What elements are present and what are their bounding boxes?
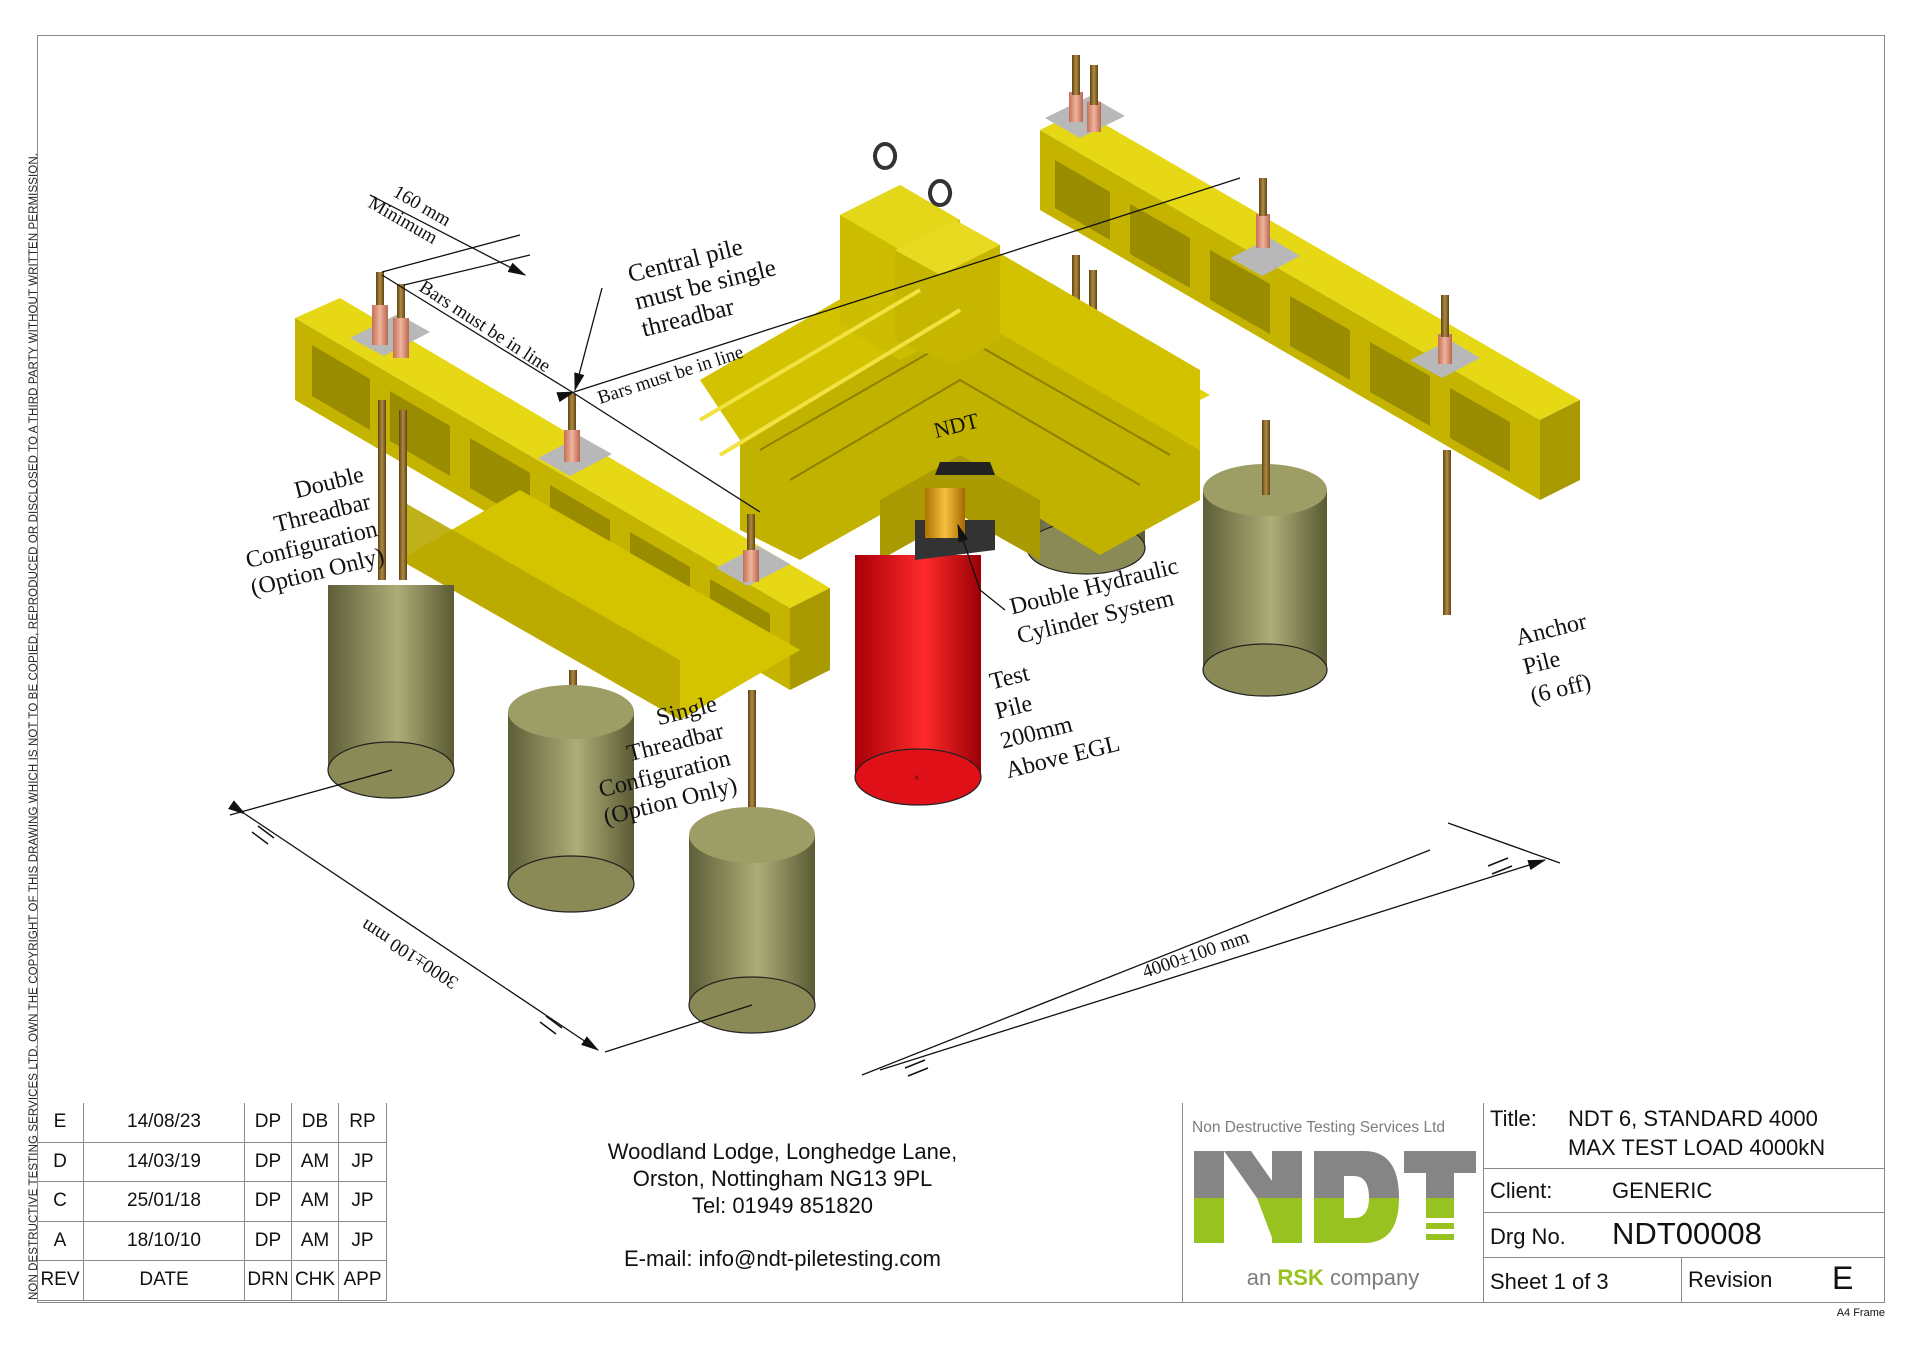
sheet-row: Sheet 1 of 3 Revision E — [1484, 1258, 1885, 1303]
dimension-length-label: 4000±100 mm — [1140, 927, 1252, 983]
sheet-divider — [1681, 1258, 1682, 1303]
ndt-logo: Non Destructive Testing Services Ltd an … — [1184, 1103, 1484, 1303]
revision-letter: E — [1832, 1260, 1854, 1296]
logo-company-name: Non Destructive Testing Services Ltd — [1192, 1119, 1445, 1136]
drawing-title-line-1: NDT 6, STANDARD 4000 — [1568, 1106, 1818, 1131]
revision-table: E 14/08/23 DP DB RP D 14/03/19 DP AM JP … — [37, 1103, 387, 1301]
revision-row: A 18/10/10 DP AM JP — [37, 1220, 387, 1261]
annotation-min-spacing: 160 mm Minimum — [365, 181, 455, 248]
svg-text:Anchor: Anchor — [1513, 609, 1589, 652]
logo-tagline: an RSK company — [1246, 1265, 1420, 1290]
anchor-pile-front-centre — [688, 807, 816, 1034]
annotation-test-pile: Test Pile 200mm Above EGL — [987, 660, 1122, 784]
sheet-number: Sheet 1 of 3 — [1490, 1269, 1609, 1294]
threadbar-nuts-left — [372, 272, 759, 582]
revision-row: E 14/08/23 DP DB RP — [37, 1103, 387, 1143]
svg-text:Pile: Pile — [992, 691, 1035, 725]
dimension-lines — [228, 177, 1561, 1076]
revision-row: D 14/03/19 DP AM JP — [37, 1141, 387, 1182]
svg-text:Test: Test — [987, 660, 1032, 695]
svg-text:Pile: Pile — [1520, 646, 1563, 680]
drawing-title-line-2: MAX TEST LOAD 4000kN — [1568, 1135, 1826, 1160]
company-address: Woodland Lodge, Longhedge Lane, Orston, … — [383, 1103, 1183, 1303]
hydraulic-cylinder-system — [915, 462, 995, 560]
telephone: Tel: 01949 851820 — [691, 1193, 874, 1218]
test-pile: × — [854, 555, 982, 806]
client-row: Client: GENERIC — [1484, 1169, 1885, 1213]
dimension-tick-marks — [251, 825, 1513, 1077]
anchor-pile-rear-right — [1202, 464, 1328, 697]
email: E-mail: info@ndt-piletesting.com — [623, 1246, 941, 1271]
drawing-frame — [37, 35, 1885, 1303]
title-block: Title: NDT 6, STANDARD 4000 MAX TEST LOA… — [1484, 1103, 1885, 1303]
client-value: GENERIC — [1612, 1178, 1713, 1203]
address-line-2: Orston, Nottingham NG13 9PL — [632, 1166, 933, 1191]
svg-text:×: × — [914, 773, 920, 784]
drawing-number: NDT00008 — [1612, 1216, 1762, 1251]
anchor-pile-left — [327, 585, 455, 799]
ndt-wordmark-icon — [1194, 1151, 1476, 1243]
drawing-number-row: Drg No. NDT00008 — [1484, 1213, 1885, 1258]
threadbar-nuts-right — [1069, 55, 1452, 364]
annotation-double-threadbar: Double Threadbar Configuration (Option O… — [243, 462, 387, 602]
title-row: Title: NDT 6, STANDARD 4000 MAX TEST LOA… — [1484, 1103, 1885, 1169]
dimension-width-label: 3000±100 mm — [357, 915, 462, 993]
address-line-1: Woodland Lodge, Longhedge Lane, — [607, 1139, 958, 1164]
frame-size-label: A4 Frame — [1836, 1307, 1885, 1319]
annotation-anchor-pile: Anchor Pile (6 off) — [1513, 609, 1594, 710]
revision-header-row: REV DATE DRN CHK APP — [37, 1260, 387, 1301]
revision-row: C 25/01/18 DP AM JP — [37, 1181, 387, 1222]
main-spreader-beam — [698, 142, 1200, 560]
left-cross-beams — [400, 490, 800, 720]
annotation-central-pile: Central pile must be single threadbar — [625, 234, 778, 343]
